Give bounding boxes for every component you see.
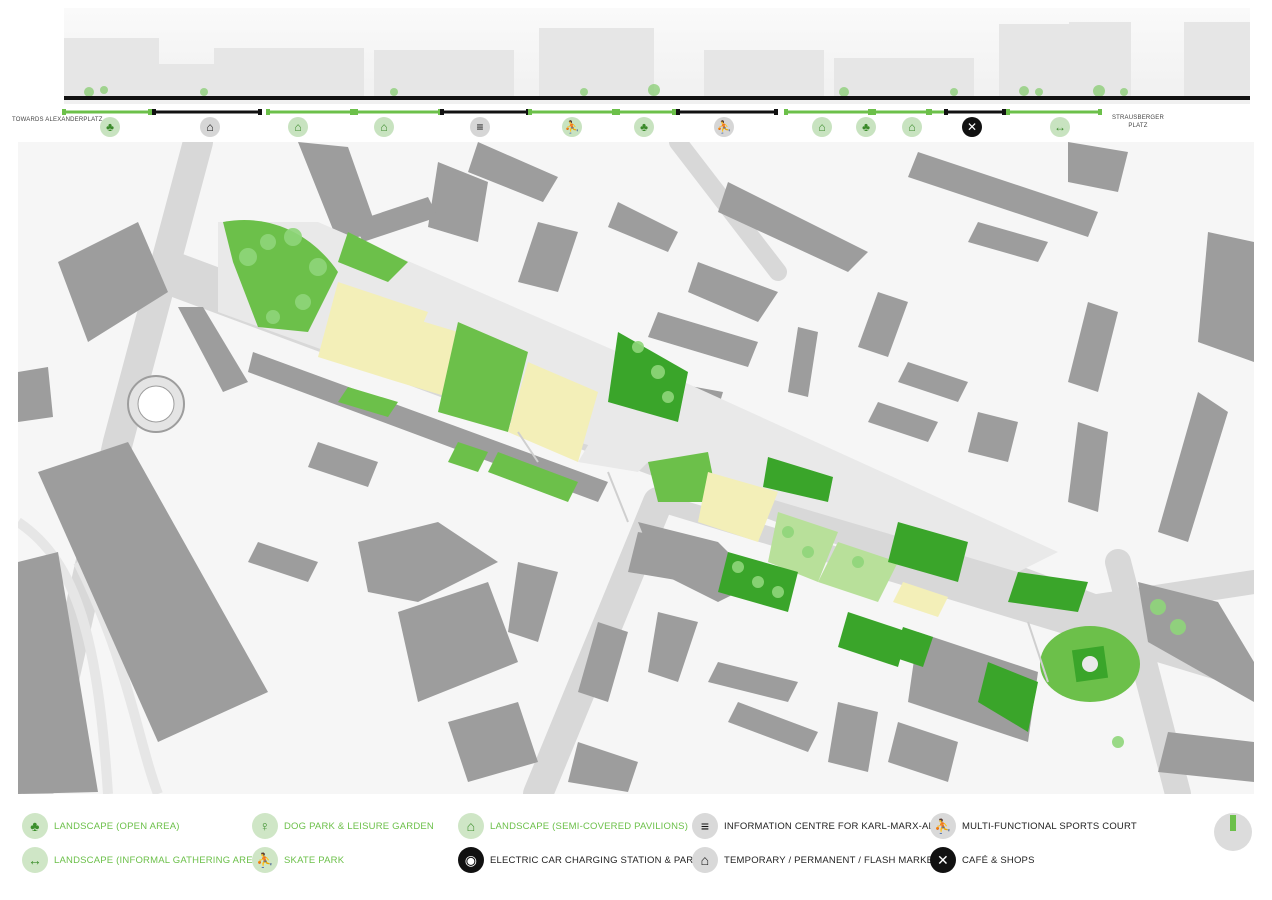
legend-item: ≡ INFORMATION CENTRE FOR KARL-MARX-ALLEE [692, 813, 953, 839]
legend-label: DOG PARK & LEISURE GARDEN [284, 820, 434, 832]
people-gathering-icon: ↔ [22, 847, 48, 873]
cutlery-icon: ✕ [930, 847, 956, 873]
segment-end-tick [528, 109, 532, 115]
legend-label: SKATE PARK [284, 854, 345, 866]
legend-item: ◉ ELECTRIC CAR CHARGING STATION & PARKING [458, 847, 717, 873]
segment-end-tick [62, 109, 66, 115]
sports-player-icon: ⛹ [714, 117, 734, 137]
electric-car-icon: ◉ [458, 847, 484, 873]
section-segment-bar: TOWARDS ALEXANDERPLATZ STRAUSBERGER PLAT… [12, 104, 1258, 140]
end-label: STRAUSBERGER PLATZ [1108, 114, 1168, 130]
market-stall-icon: ⌂ [692, 847, 718, 873]
tree-icon: ♣ [634, 117, 654, 137]
legend-item: ✕ CAFÉ & SHOPS [930, 847, 1035, 873]
legend-item: ♣ LANDSCAPE (OPEN AREA) [22, 813, 180, 839]
segment-end-tick [152, 109, 156, 115]
legend: ♣ LANDSCAPE (OPEN AREA) ↔ LANDSCAPE (INFORM… [0, 800, 1272, 900]
legend-label: LANDSCAPE (SEMI-COVERED PAVILIONS) [490, 820, 689, 832]
dog-icon: ♀ [252, 813, 278, 839]
segment-end-tick [266, 109, 270, 115]
pavilion-icon: ⌂ [288, 117, 308, 137]
tree-icon: ♣ [22, 813, 48, 839]
segment-end-tick [440, 109, 444, 115]
segment-end-tick [676, 109, 680, 115]
skateboarder-icon: ⛹ [252, 847, 278, 873]
pavilion-icon: ⌂ [458, 813, 484, 839]
start-label: TOWARDS ALEXANDERPLATZ [12, 117, 103, 123]
segment-end-tick [1006, 109, 1010, 115]
legend-label: ELECTRIC CAR CHARGING STATION & PARKING [490, 854, 718, 866]
north-arrow-icon [1214, 813, 1252, 851]
legend-item: ⛹ SKATE PARK [252, 847, 344, 873]
segment-end-tick [784, 109, 788, 115]
segment-end-tick [1002, 109, 1006, 115]
segment-end-tick [148, 109, 152, 115]
skyline-elevation [64, 22, 1250, 100]
legend-item: ⛹ MULTI-FUNCTIONAL SPORTS COURT [930, 813, 1137, 839]
end-label-line1: STRAUSBERGER [1111, 115, 1165, 121]
info-document-icon: ≡ [692, 813, 718, 839]
legend-label: CAFÉ & SHOPS [962, 854, 1035, 866]
legend-label: MULTI-FUNCTIONAL SPORTS COURT [962, 820, 1137, 832]
segment-lines [62, 109, 1102, 115]
legend-label: TEMPORARY / PERMANENT / FLASH MARKETS [724, 854, 946, 866]
legend-label: INFORMATION CENTRE FOR KARL-MARX-ALLEE [724, 820, 953, 832]
segment-end-tick [1098, 109, 1102, 115]
segment-end-tick [872, 109, 876, 115]
segment-end-tick [944, 109, 948, 115]
sports-player-icon: ⛹ [930, 813, 956, 839]
end-label-line2: PLATZ [1128, 123, 1148, 129]
legend-item: ⌂ LANDSCAPE (SEMI-COVERED PAVILIONS) [458, 813, 688, 839]
legend-label: LANDSCAPE (INFORMAL GATHERING AREAS) [54, 854, 270, 866]
info-document-icon: ≡ [470, 117, 490, 137]
pavilion-icon: ⌂ [902, 117, 922, 137]
cutlery-icon: ✕ [962, 117, 982, 137]
people-gathering-icon: ↔ [1050, 117, 1070, 137]
site-plan-svg [15, 127, 1266, 809]
segment-end-tick [616, 109, 620, 115]
market-stall-icon: ⌂ [200, 117, 220, 137]
pavilion-icon: ⌂ [812, 117, 832, 137]
segment-end-tick [868, 109, 872, 115]
site-plan-map [15, 127, 1266, 809]
legend-item: ♀ DOG PARK & LEISURE GARDEN [252, 813, 434, 839]
segment-end-tick [612, 109, 616, 115]
legend-label: LANDSCAPE (OPEN AREA) [54, 820, 180, 832]
segment-end-tick [774, 109, 778, 115]
tree-icon: ♣ [856, 117, 876, 137]
segment-end-tick [354, 109, 358, 115]
pavilion-icon: ⌂ [374, 117, 394, 137]
green-spaces [223, 220, 1088, 732]
skateboarder-icon: ⛹ [562, 117, 582, 137]
segment-end-tick [258, 109, 262, 115]
legend-item: ↔ LANDSCAPE (INFORMAL GATHERING AREAS) [22, 847, 269, 873]
tree-icon: ♣ [100, 117, 120, 137]
legend-item: ⌂ TEMPORARY / PERMANENT / FLASH MARKETS [692, 847, 946, 873]
segment-end-tick [928, 109, 932, 115]
street-section-skyline [64, 8, 1250, 104]
segment-end-tick [350, 109, 354, 115]
segment-end-tick [672, 109, 676, 115]
